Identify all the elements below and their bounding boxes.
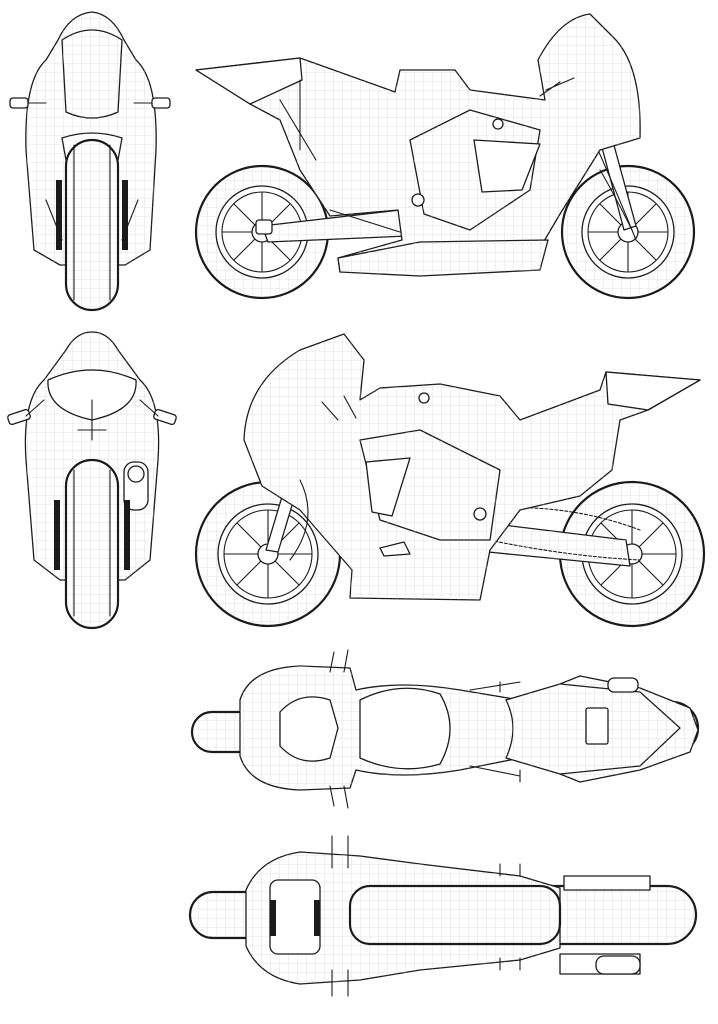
top-view [190, 649, 700, 809]
rear-view [7, 331, 177, 630]
right-side-view [194, 13, 696, 300]
front-view [9, 11, 171, 312]
left-side-view [194, 333, 706, 628]
bottom-view [188, 835, 698, 997]
